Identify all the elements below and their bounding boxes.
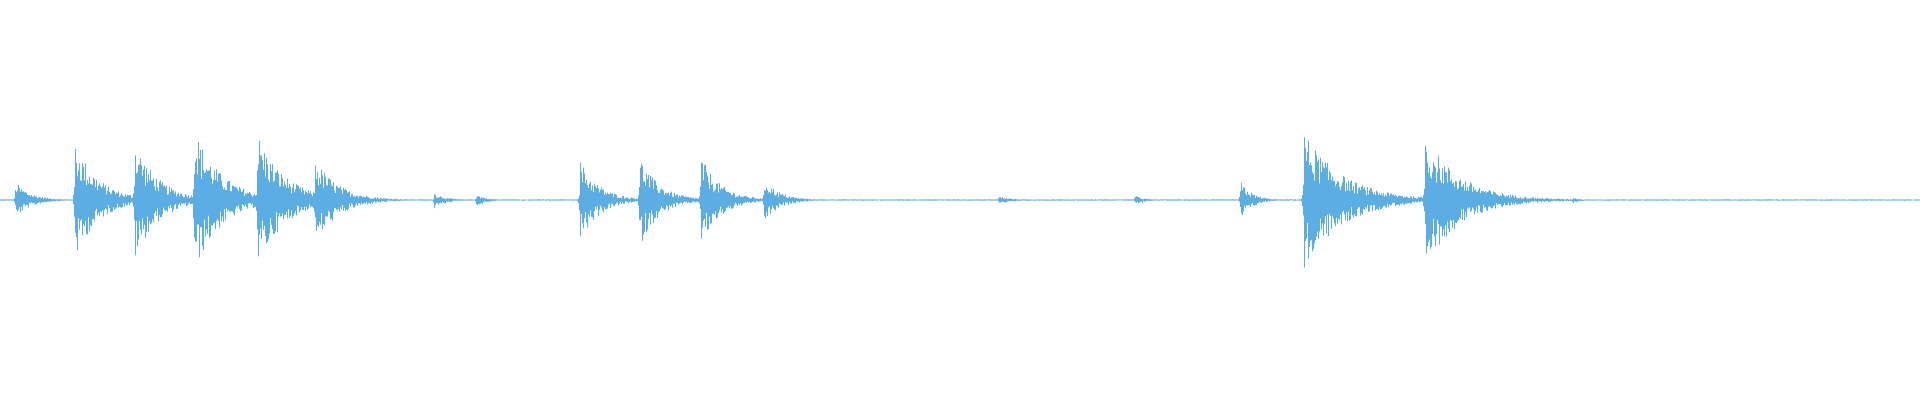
waveform-trace [0, 137, 1920, 268]
